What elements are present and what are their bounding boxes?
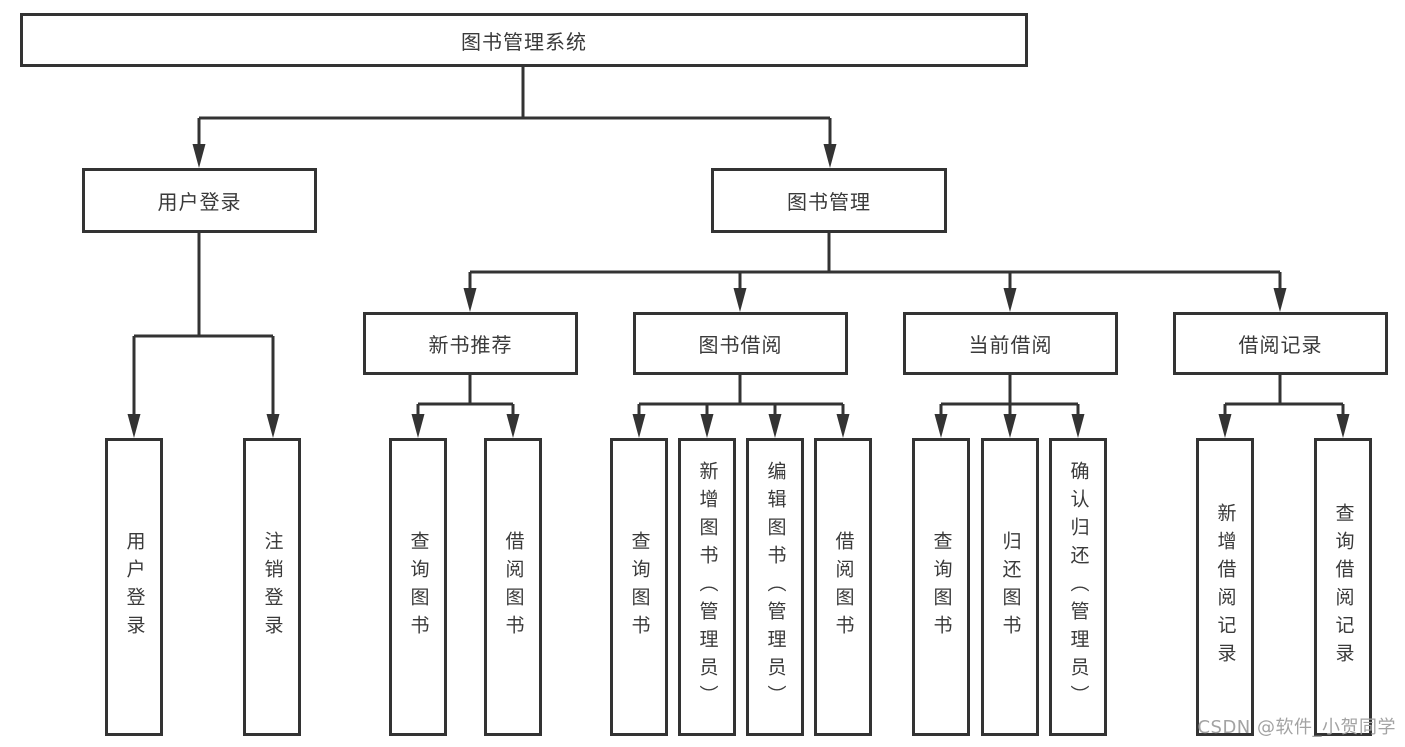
watermark: CSDN @软件_小贺同学 [1197,717,1396,738]
leaf-borrow-books-recommend: 借阅图书 [484,438,542,736]
leaf-user-login: 用户登录 [105,438,163,736]
node-book-borrow: 图书借阅 [633,312,848,375]
leaf-query-books-borrow: 查询图书 [610,438,668,736]
leaf-add-borrow-record: 新增借阅记录 [1196,438,1254,736]
leaf-return-books: 归还图书 [981,438,1039,736]
node-borrow-records: 借阅记录 [1173,312,1388,375]
leaf-add-books-admin: 新增图书（管理员） [678,438,736,736]
node-new-book-recommend: 新书推荐 [363,312,578,375]
leaf-confirm-return-admin: 确认归还（管理员） [1049,438,1107,736]
leaf-borrow-books: 借阅图书 [814,438,872,736]
node-library-management-system: 图书管理系统 [20,13,1028,67]
leaf-query-books-recommend: 查询图书 [389,438,447,736]
leaf-query-books-current: 查询图书 [912,438,970,736]
leaf-edit-books-admin: 编辑图书（管理员） [746,438,804,736]
leaf-query-borrow-record: 查询借阅记录 [1314,438,1372,736]
leaf-logout: 注销登录 [243,438,301,736]
node-book-management: 图书管理 [711,168,947,233]
node-user-login: 用户登录 [82,168,317,233]
node-current-borrow: 当前借阅 [903,312,1118,375]
